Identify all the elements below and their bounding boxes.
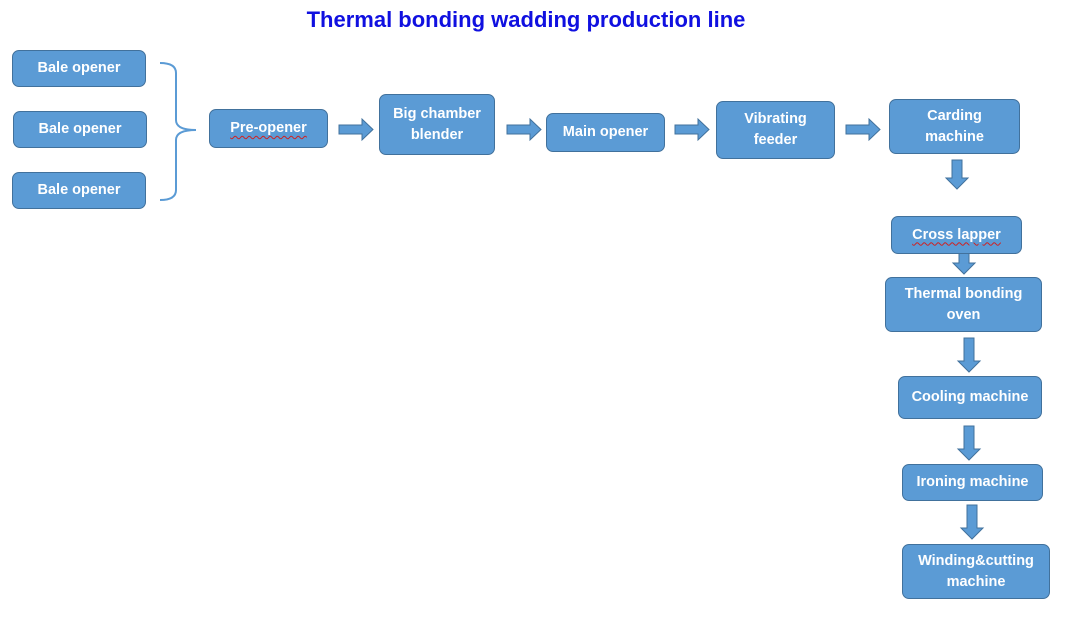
arrow-right-1	[338, 117, 374, 142]
bale-opener-box-2: Bale opener	[13, 111, 147, 148]
cross-lapper-label: Cross lapper	[912, 226, 1001, 243]
diagram-title: Thermal bonding wadding production line	[306, 7, 746, 32]
bale-opener-label-3: Bale opener	[37, 182, 121, 198]
arrow-down-3	[956, 337, 982, 373]
arrow-down-1	[944, 159, 970, 190]
cooling-machine-label: Cooling machine	[911, 389, 1029, 405]
vibrating-feeder-label: Vibrating feeder	[744, 111, 807, 148]
carding-machine-box: Carding machine	[889, 99, 1020, 154]
big-chamber-blender-box: Big chamber blender	[379, 94, 495, 155]
bale-opener-label-1: Bale opener	[37, 60, 121, 76]
big-chamber-blender-label: Big chamber blender	[393, 105, 481, 143]
ironing-machine-label: Ironing machine	[916, 474, 1029, 490]
bale-opener-box-3: Bale opener	[12, 172, 146, 209]
winding-cutting-machine-label: Winding&cutting machine	[918, 552, 1034, 590]
bale-opener-label-2: Bale opener	[38, 121, 122, 137]
thermal-bonding-oven-label: Thermal bonding oven	[904, 285, 1023, 323]
merge-bracket	[159, 62, 197, 201]
arrow-right-4	[845, 117, 881, 142]
arrow-down-4	[956, 425, 982, 461]
cooling-machine-box: Cooling machine	[898, 376, 1042, 419]
arrow-right-2	[506, 117, 542, 142]
carding-machine-label: Carding machine	[925, 107, 984, 145]
pre-opener-box: Pre-opener	[209, 109, 328, 148]
arrow-down-5	[959, 504, 985, 540]
vibrating-feeder-box: Vibrating feeder	[716, 101, 835, 159]
main-opener-box: Main opener	[546, 113, 665, 152]
thermal-bonding-oven-box: Thermal bonding oven	[885, 277, 1042, 332]
pre-opener-label: Pre-opener	[230, 120, 307, 136]
main-opener-label: Main opener	[562, 124, 649, 140]
ironing-machine-box: Ironing machine	[902, 464, 1043, 501]
cross-lapper-box: Cross lapper	[891, 216, 1022, 254]
arrow-right-3	[674, 117, 710, 142]
winding-cutting-machine-box: Winding&cutting machine	[902, 544, 1050, 599]
bale-opener-box-1: Bale opener	[12, 50, 146, 87]
